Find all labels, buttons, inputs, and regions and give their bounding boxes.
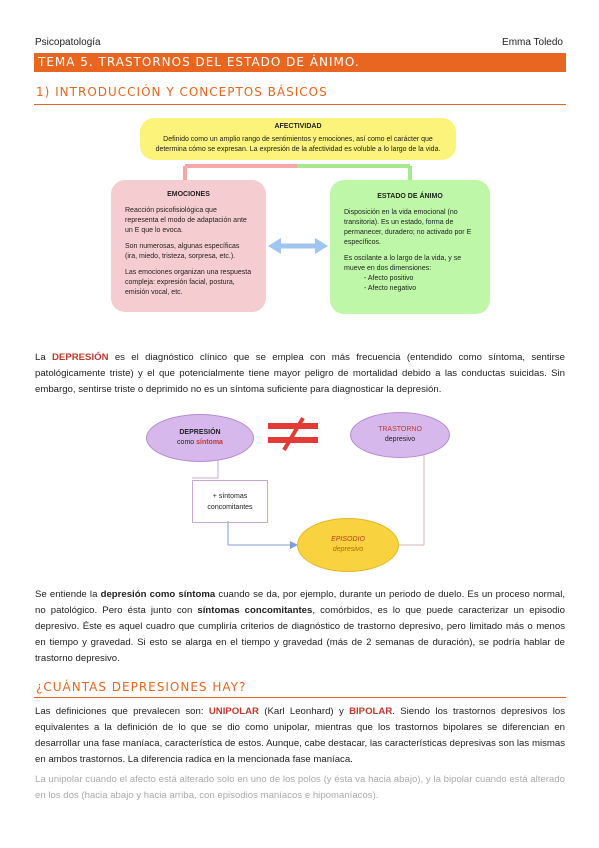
- afectividad-text: Definido como un amplio rango de sentimi…: [155, 136, 441, 153]
- dep-node-como: como: [177, 439, 197, 446]
- para3-t3: . Siendo los trastornos depresivos los e…: [35, 706, 566, 765]
- afectividad-title: AFECTIVIDAD: [274, 123, 322, 130]
- para1-rest: es el diagnóstico clínico que se emplea …: [35, 352, 565, 395]
- tras-node-title: TRASTORNO: [378, 426, 422, 433]
- trastorno-depresivo-node: TRASTORNO depresivo: [350, 412, 450, 458]
- section-underline-2: [34, 697, 566, 698]
- arrow-head-icon: [290, 541, 298, 549]
- estado-p1: Disposición en la vida emocional (no tra…: [344, 209, 472, 246]
- emociones-p2: Son numerosas, algunas específicas (ira,…: [125, 243, 240, 260]
- section-title-intro: 1) INTRODUCCIÓN Y CONCEPTOS BÁSICOS: [36, 85, 328, 99]
- dep-node-sub: como síntoma: [177, 438, 223, 448]
- header-subject: Psicopatología: [35, 37, 101, 48]
- para1-depresion: DEPRESIÓN: [52, 352, 109, 363]
- paragraph-sintoma: Se entiende la depresión como síntoma cu…: [35, 587, 565, 667]
- header-author: Emma Toledo: [502, 37, 563, 48]
- estado-li2: - Afecto negativo: [364, 285, 417, 292]
- emociones-title: EMOCIONES: [167, 191, 210, 198]
- tras-node-sub: depresivo: [384, 436, 416, 443]
- not-equal-icon: [268, 416, 318, 452]
- episodio-depresivo-node: EPISODIO depresivo: [297, 518, 399, 572]
- sintomas-concomitantes-node: + síntomas concomitantes: [192, 480, 268, 523]
- dep-node-title: DEPRESIÓN: [179, 429, 221, 436]
- para3-t2: (Karl Leonhard) y: [258, 706, 350, 717]
- afectividad-box: AFECTIVIDAD Definido como un amplio rang…: [140, 118, 456, 160]
- emociones-p1: Reacción psicofisiológica que representa…: [125, 207, 247, 234]
- estado-li1: - Afecto positivo: [364, 275, 414, 282]
- estado-title: ESTADO DE ÁNIMO: [377, 193, 443, 200]
- estado-p2: Es oscilante a lo largo de la vida, y se…: [344, 255, 462, 272]
- paragraph-polos: La unipolar cuando el afecto está altera…: [35, 774, 565, 801]
- depresion-sintoma-node: DEPRESIÓN como síntoma: [146, 414, 254, 462]
- double-arrow-icon: [268, 238, 328, 254]
- paragraph-depresion: La DEPRESIÓN es el diagnóstico clínico q…: [35, 350, 565, 398]
- para2-t3: , comórbidos, es lo que puede caracteriz…: [35, 605, 565, 664]
- para2-b1: depresión como síntoma: [100, 589, 216, 600]
- epi-node-sub: depresivo: [332, 546, 364, 553]
- emociones-box: EMOCIONES Reacción psicofisiológica que …: [111, 180, 266, 312]
- section-title-cuantas: ¿CUÁNTAS DEPRESIONES HAY?: [36, 680, 247, 694]
- section-underline: [34, 104, 566, 105]
- para3-bipolar: BIPOLAR: [349, 706, 393, 717]
- emociones-p3: Las emociones organizan una respuesta co…: [125, 269, 252, 296]
- topic-banner: TEMA 5. TRASTORNOS DEL ESTADO DE ÁNIMO.: [34, 53, 566, 72]
- sint-node-l2: concomitantes: [207, 503, 253, 511]
- epi-node-title: EPISODIO: [331, 536, 365, 543]
- sint-node-l1: + síntomas: [212, 492, 248, 500]
- estado-animo-box: ESTADO DE ÁNIMO Disposición en la vida e…: [330, 180, 490, 314]
- para2-t1: Se entiende la: [35, 589, 101, 600]
- para2-t2: cuando se da, por ejemplo, durante un pe…: [35, 589, 565, 616]
- dep-node-sintoma: síntoma: [196, 439, 223, 446]
- para2-b2: síntomas concomitantes: [197, 605, 313, 616]
- para3-t1: Las definiciones que prevalecen son:: [35, 706, 209, 717]
- paragraph-unipolar-bipolar: Las definiciones que prevalecen son: UNI…: [35, 704, 565, 768]
- para1-lead: La: [35, 352, 52, 363]
- para3-unipolar: UNIPOLAR: [208, 706, 259, 717]
